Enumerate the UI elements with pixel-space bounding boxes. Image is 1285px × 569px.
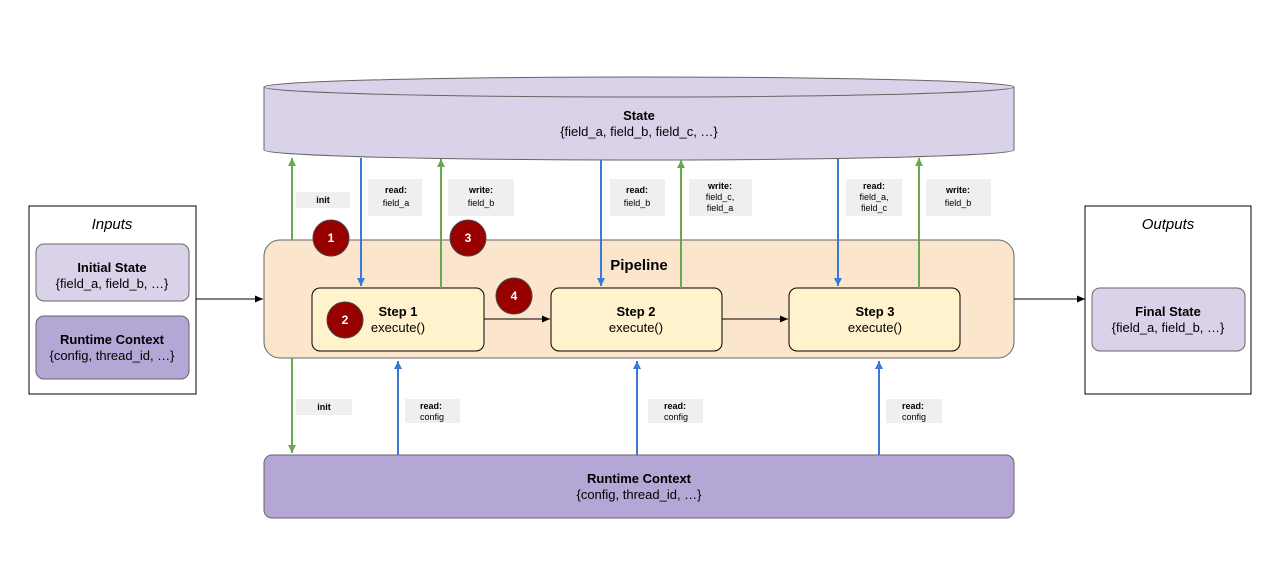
input-runtime-context-box — [35, 315, 190, 380]
input-runtime-context-fields: {config, thread_id, …} — [49, 348, 175, 363]
pipeline-title: Pipeline — [610, 257, 668, 274]
final-state-title: Final State — [1135, 304, 1201, 319]
s1-read-context-field: config — [420, 412, 444, 422]
s2-read-state-label: read: field_b — [610, 179, 665, 216]
badge-3-number: 3 — [465, 231, 472, 245]
step-2-method: execute() — [609, 320, 663, 335]
outputs-title: Outputs — [1142, 216, 1195, 233]
s2-read-context-field: config — [664, 412, 688, 422]
initial-state-fields: {field_a, field_b, …} — [56, 276, 169, 291]
runtime-context: Runtime Context {config, thread_id, …} — [263, 454, 1015, 519]
s3-write-state-field: field_b — [945, 198, 972, 208]
s2-read-context-label: read: config — [648, 399, 703, 423]
badge-3: 3 — [449, 219, 487, 257]
s2-write-state-label: write: field_c, field_a — [689, 179, 752, 216]
state-store: State {field_a, field_b, field_c, …} — [263, 76, 1015, 161]
inputs-title: Inputs — [92, 216, 133, 233]
s2-write-state-field-1: field_c, — [706, 192, 735, 202]
badge-2-number: 2 — [342, 313, 349, 327]
s3-read-context-action: read: — [902, 401, 924, 411]
s3-read-state-label: read: field_a, field_c — [846, 179, 902, 216]
inputs-panel: Inputs Initial State {field_a, field_b, … — [28, 205, 197, 395]
s3-read-context-field: config — [902, 412, 926, 422]
s2-read-state-field: field_b — [624, 198, 651, 208]
s1-write-state-field: field_b — [468, 198, 495, 208]
s1-read-state-label: read: field_a — [368, 179, 422, 216]
step-3-method: execute() — [848, 320, 902, 335]
input-runtime-context-title: Runtime Context — [60, 332, 165, 347]
init-bottom-label-action: init — [317, 402, 331, 412]
s3-read-state-field-2: field_c — [861, 203, 888, 213]
init-bottom-label: init — [296, 399, 352, 415]
final-state-box — [1091, 287, 1246, 352]
s3-read-state-field-1: field_a, — [859, 192, 888, 202]
s3-write-state-action: write: — [945, 185, 970, 195]
step-1-title: Step 1 — [378, 304, 417, 319]
final-state-fields: {field_a, field_b, …} — [1112, 320, 1225, 335]
outputs-panel: Outputs Final State {field_a, field_b, …… — [1084, 205, 1252, 395]
initial-state-title: Initial State — [77, 260, 146, 275]
s1-read-context-label: read: config — [405, 399, 460, 423]
step-3: Step 3 execute() — [788, 287, 961, 352]
state-fields: {field_a, field_b, field_c, …} — [560, 124, 718, 139]
badge-1: 1 — [312, 219, 350, 257]
step-2-title: Step 2 — [616, 304, 655, 319]
s3-read-state-action: read: — [863, 181, 885, 191]
s3-read-context-label: read: config — [886, 399, 942, 423]
badge-2: 2 — [326, 301, 364, 339]
state-title: State — [623, 108, 655, 123]
badge-1-number: 1 — [328, 231, 335, 245]
s2-read-context-action: read: — [664, 401, 686, 411]
s1-write-state-action: write: — [468, 185, 493, 195]
s1-read-state-action: read: — [385, 185, 407, 195]
badge-4: 4 — [495, 277, 533, 315]
s2-write-state-field-2: field_a — [707, 203, 734, 213]
init-top-label-action: init — [316, 195, 330, 205]
s2-read-state-action: read: — [626, 185, 648, 195]
step-3-title: Step 3 — [855, 304, 894, 319]
step-2: Step 2 execute() — [550, 287, 723, 352]
init-top-label: init — [296, 192, 350, 208]
runtime-context-fields: {config, thread_id, …} — [576, 487, 702, 502]
s1-read-context-action: read: — [420, 401, 442, 411]
step-1-method: execute() — [371, 320, 425, 335]
runtime-context-title: Runtime Context — [587, 471, 692, 486]
s3-write-state-label: write: field_b — [926, 179, 991, 216]
s1-write-state-label: write: field_b — [448, 179, 514, 216]
initial-state-box — [35, 243, 190, 302]
s2-write-state-action: write: — [707, 181, 732, 191]
badge-4-number: 4 — [511, 289, 518, 303]
s1-read-state-field: field_a — [383, 198, 410, 208]
